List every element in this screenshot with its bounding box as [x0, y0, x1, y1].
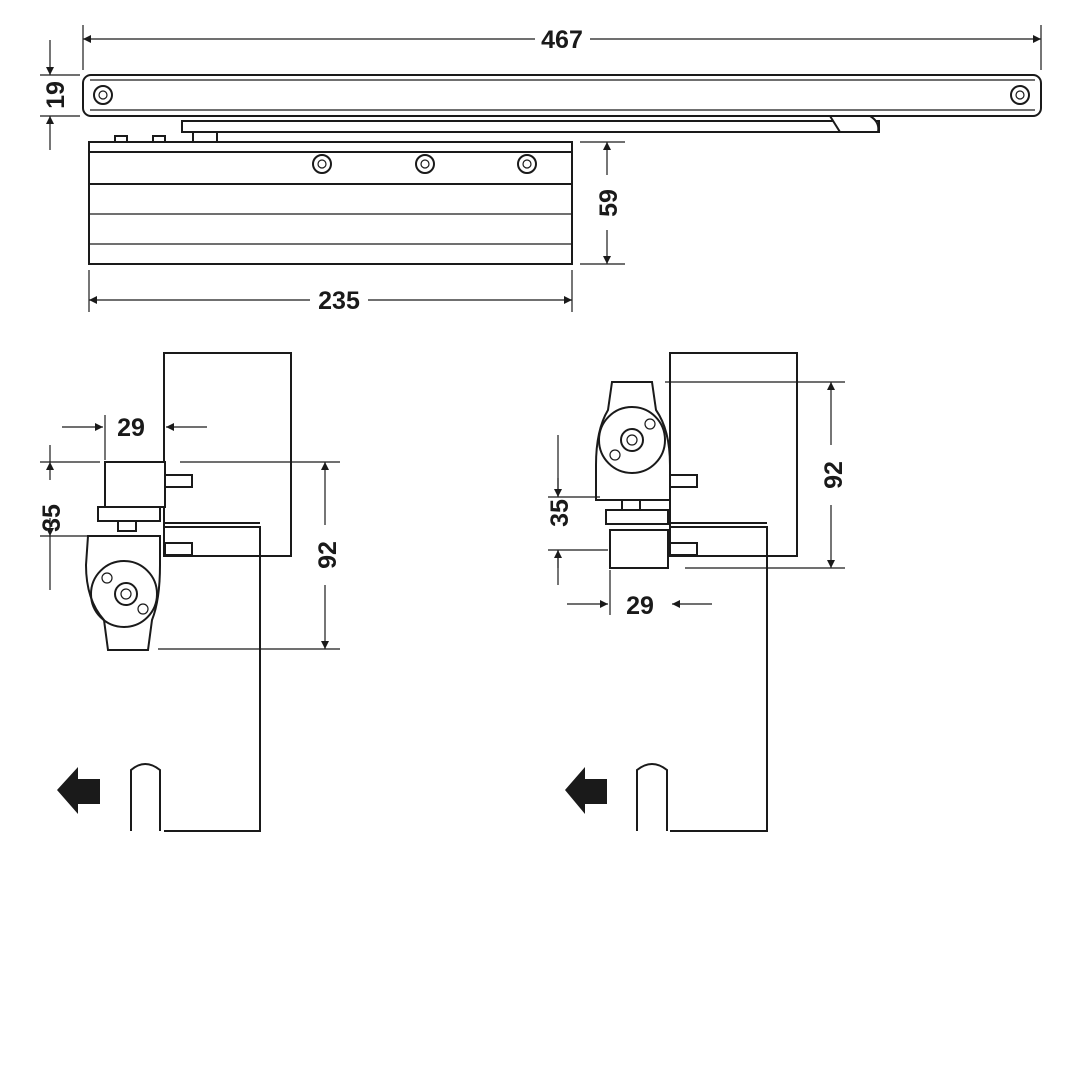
dim-right-height: 92: [820, 461, 848, 489]
right-closer-head: [595, 381, 671, 501]
body-screw-1: [312, 154, 332, 174]
dim-arm-length: 467: [541, 26, 583, 54]
left-section-view: 29 35 92: [38, 352, 342, 832]
arrow-left-icon: [565, 767, 607, 814]
arm-screw-right: [1010, 85, 1030, 105]
left-closer-head: [84, 535, 161, 651]
dim-arm-height: 19: [42, 81, 70, 109]
dim-right-offset: 29: [626, 592, 654, 620]
arm-screw-left: [93, 85, 113, 105]
right-frame: [669, 352, 798, 557]
dim-body-length: 235: [318, 287, 360, 315]
dim-body-height: 59: [595, 189, 623, 217]
top-view: 467 19 59 235: [40, 25, 1042, 315]
dim-left-spacing: 35: [38, 504, 66, 532]
right-section-view: 29 35 92: [546, 352, 848, 832]
dim-left-height: 92: [314, 541, 342, 569]
left-frame: [163, 352, 292, 557]
right-door-leaf: [670, 526, 768, 832]
left-door-leaf: [164, 526, 261, 832]
arrow-left-icon: [57, 767, 100, 814]
dim-left-offset: 29: [117, 414, 145, 442]
body-screw-2: [415, 154, 435, 174]
body-screw-3: [517, 154, 537, 174]
slide-arm: [82, 74, 1042, 117]
dim-right-spacing: 35: [546, 499, 574, 527]
slide-rail: [181, 120, 880, 133]
